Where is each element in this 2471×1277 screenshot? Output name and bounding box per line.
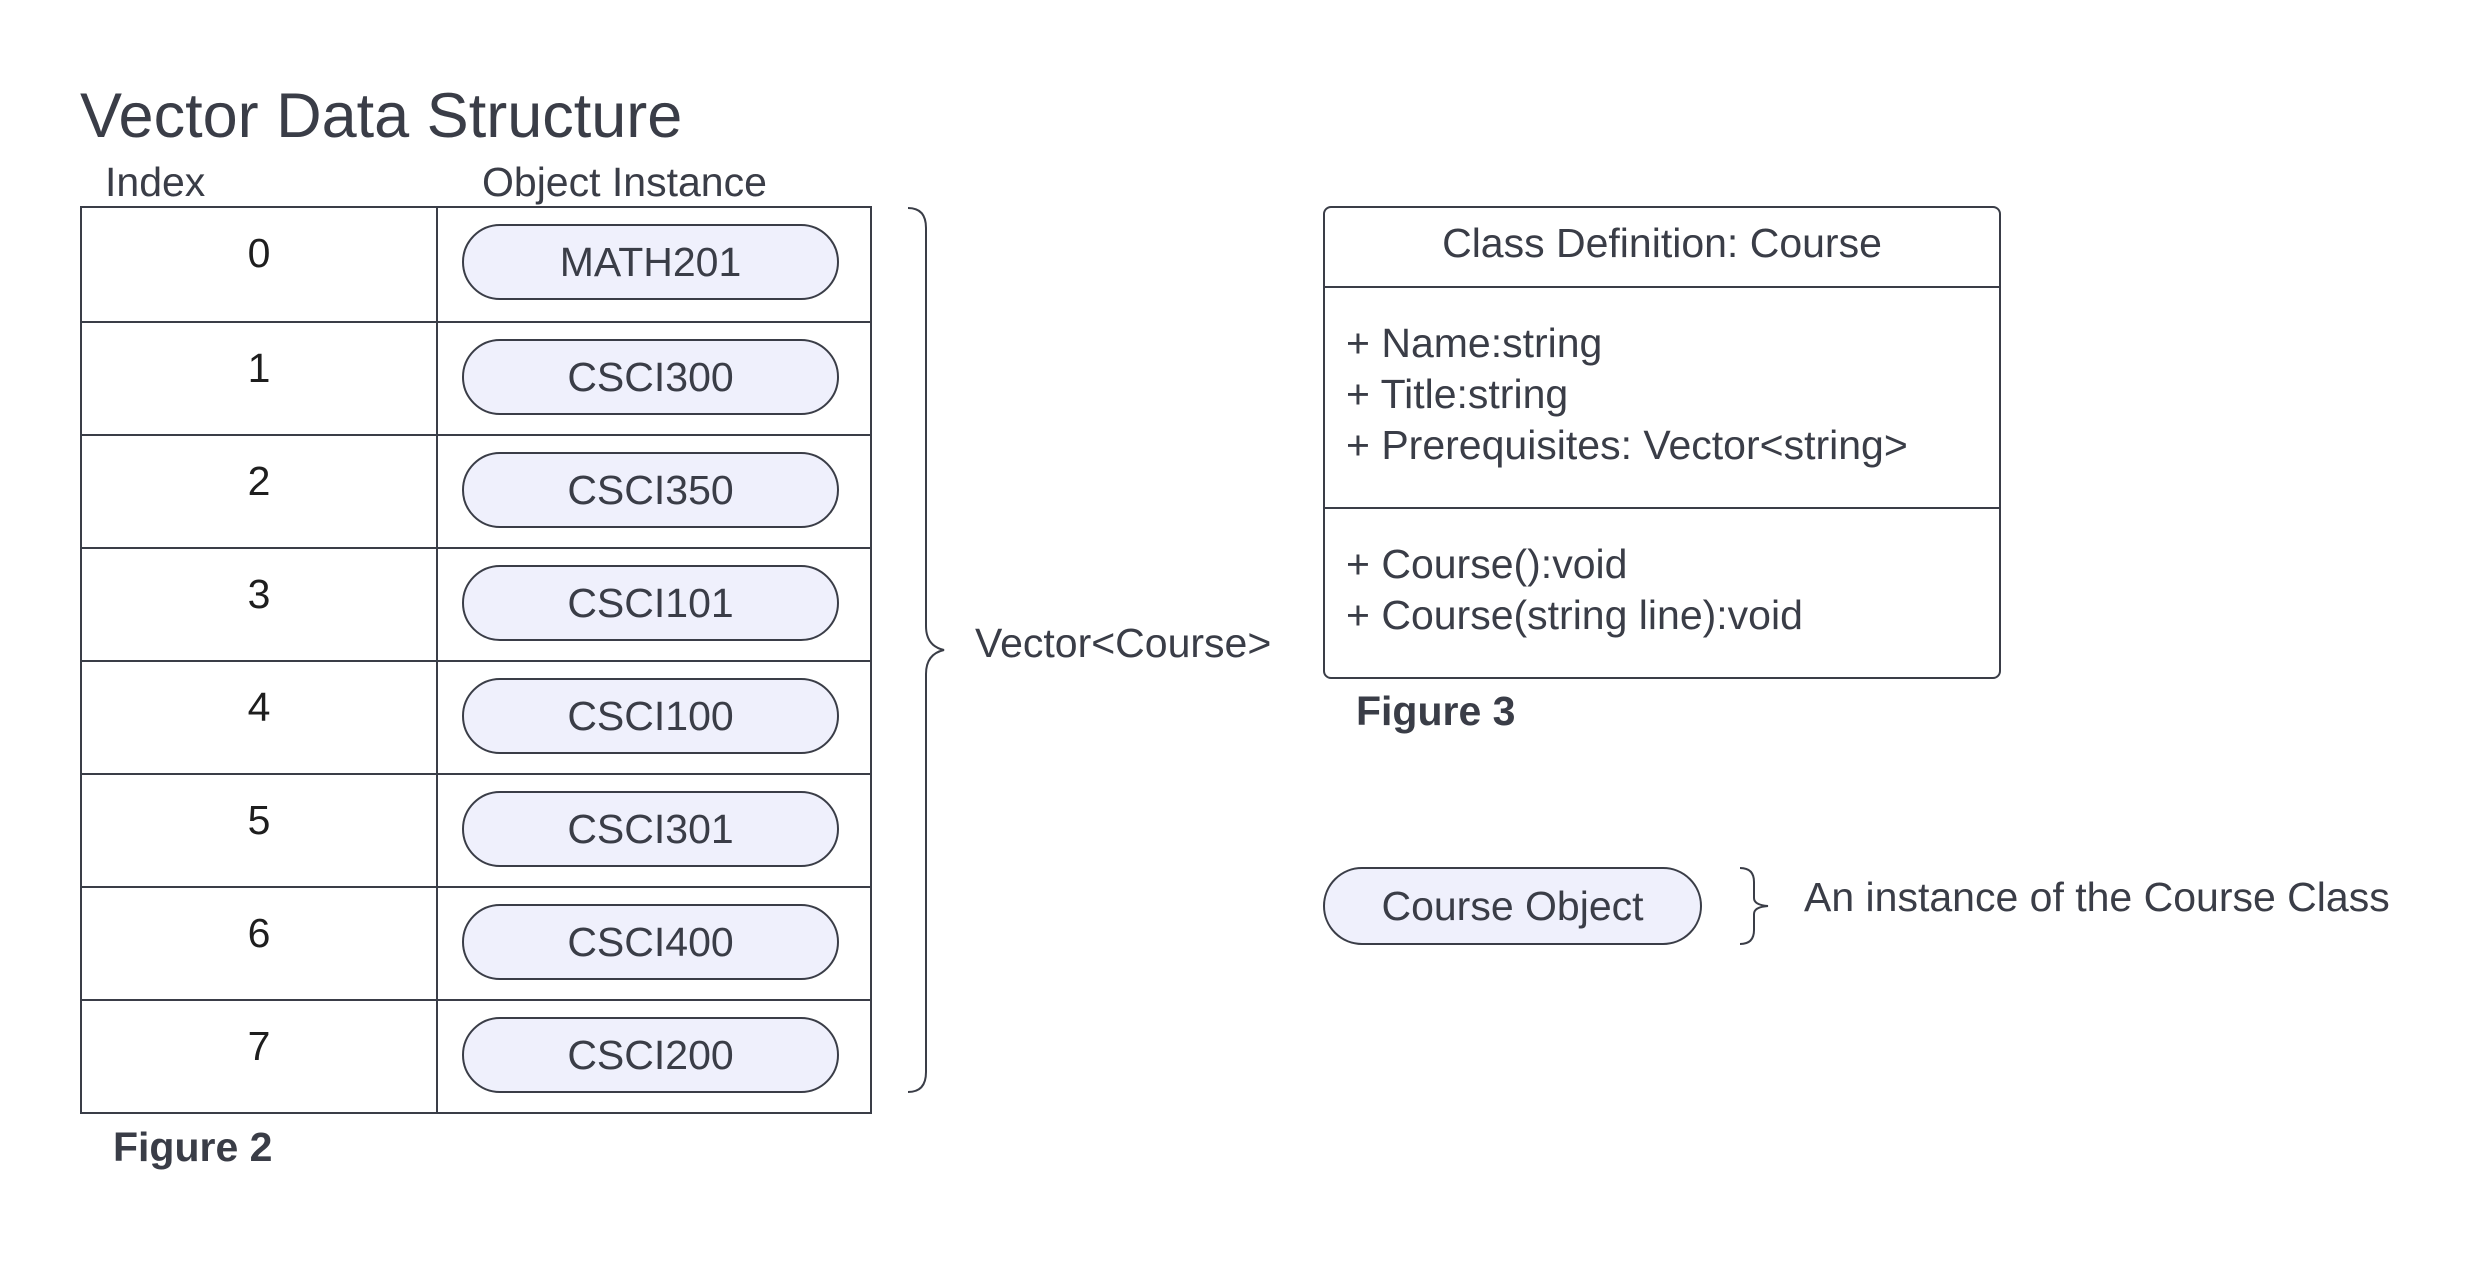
method-line: + Course(string line):void	[1346, 592, 1803, 638]
figure-3-label: Figure 3	[1356, 688, 1516, 734]
index-column-header: Index	[105, 159, 206, 205]
class-definition-box: Class Definition: Course + Name:string +…	[1323, 206, 2001, 679]
index-cell: 5	[82, 775, 438, 886]
course-object-pill: MATH201	[462, 224, 839, 300]
index-cell: 4	[82, 662, 438, 773]
vector-row: 7 CSCI200	[82, 999, 870, 1112]
object-cell: CSCI400	[438, 888, 870, 999]
figure-2-label: Figure 2	[113, 1124, 273, 1170]
class-attributes: + Name:string + Title:string + Prerequis…	[1325, 288, 1999, 509]
index-cell: 3	[82, 549, 438, 660]
object-cell: CSCI301	[438, 775, 870, 886]
vector-row: 6 CSCI400	[82, 886, 870, 999]
index-cell: 1	[82, 323, 438, 434]
object-cell: CSCI200	[438, 1001, 870, 1112]
object-column-header: Object Instance	[482, 159, 767, 205]
legend-brace-icon	[1739, 867, 1769, 945]
course-object-pill: CSCI300	[462, 339, 839, 415]
course-object-pill: CSCI101	[462, 565, 839, 641]
class-definition-header: Class Definition: Course	[1325, 208, 1999, 288]
attribute-line: + Name:string	[1346, 320, 1603, 366]
vector-row: 1 CSCI300	[82, 321, 870, 434]
object-cell: CSCI101	[438, 549, 870, 660]
object-cell: MATH201	[438, 208, 870, 321]
class-methods: + Course():void + Course(string line):vo…	[1325, 509, 1999, 641]
object-cell: CSCI350	[438, 436, 870, 547]
course-object-pill: CSCI350	[462, 452, 839, 528]
course-object-pill: CSCI400	[462, 904, 839, 980]
diagram-title: Vector Data Structure	[80, 81, 683, 151]
vector-table: 0 MATH201 1 CSCI300 2 CSCI350 3 CSCI101 …	[80, 206, 872, 1114]
index-cell: 2	[82, 436, 438, 547]
vector-row: 2 CSCI350	[82, 434, 870, 547]
vector-brace-icon	[907, 207, 945, 1093]
course-object-pill: CSCI301	[462, 791, 839, 867]
index-cell: 0	[82, 208, 438, 321]
legend-course-object-pill: Course Object	[1323, 867, 1702, 945]
vector-row: 0 MATH201	[82, 208, 870, 321]
vector-type-label: Vector<Course>	[975, 620, 1272, 666]
object-cell: CSCI300	[438, 323, 870, 434]
legend-description: An instance of the Course Class	[1804, 874, 2390, 920]
course-object-pill: CSCI100	[462, 678, 839, 754]
object-cell: CSCI100	[438, 662, 870, 773]
vector-row: 3 CSCI101	[82, 547, 870, 660]
attribute-line: + Title:string	[1346, 371, 1569, 417]
index-cell: 6	[82, 888, 438, 999]
vector-row: 5 CSCI301	[82, 773, 870, 886]
method-line: + Course():void	[1346, 541, 1628, 587]
course-object-pill: CSCI200	[462, 1017, 839, 1093]
attribute-line: + Prerequisites: Vector<string>	[1346, 422, 1908, 468]
index-cell: 7	[82, 1001, 438, 1112]
vector-row: 4 CSCI100	[82, 660, 870, 773]
